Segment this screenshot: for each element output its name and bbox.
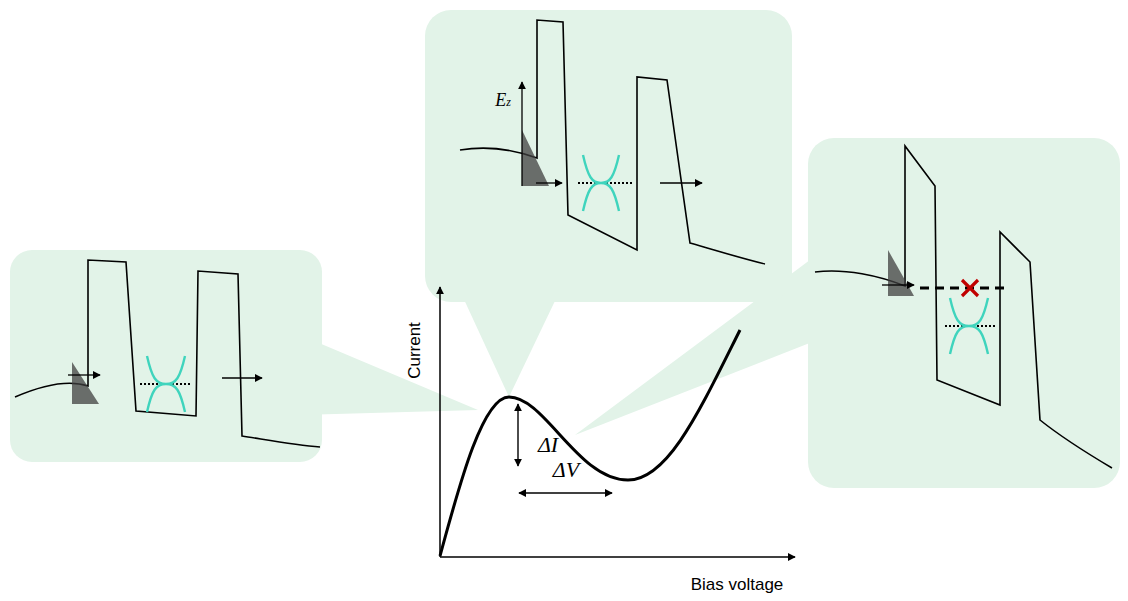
band-diagram-resonance xyxy=(460,20,765,264)
callout-tail xyxy=(300,335,478,415)
iv-chart xyxy=(440,287,795,557)
dimension-label: ΔV xyxy=(553,459,579,481)
band-diagram-off-resonance xyxy=(815,146,1112,468)
dimension-label: ΔI xyxy=(538,434,558,456)
callout-panel xyxy=(425,10,792,302)
callout-panel xyxy=(808,138,1120,488)
callout-panel xyxy=(10,250,322,462)
axis-symbol: Ez xyxy=(495,91,511,109)
band-diagram-low-bias xyxy=(15,260,320,447)
axis-title: Bias voltage xyxy=(691,576,784,593)
axis-title: Current xyxy=(406,322,423,379)
callout-panels xyxy=(10,10,1120,488)
